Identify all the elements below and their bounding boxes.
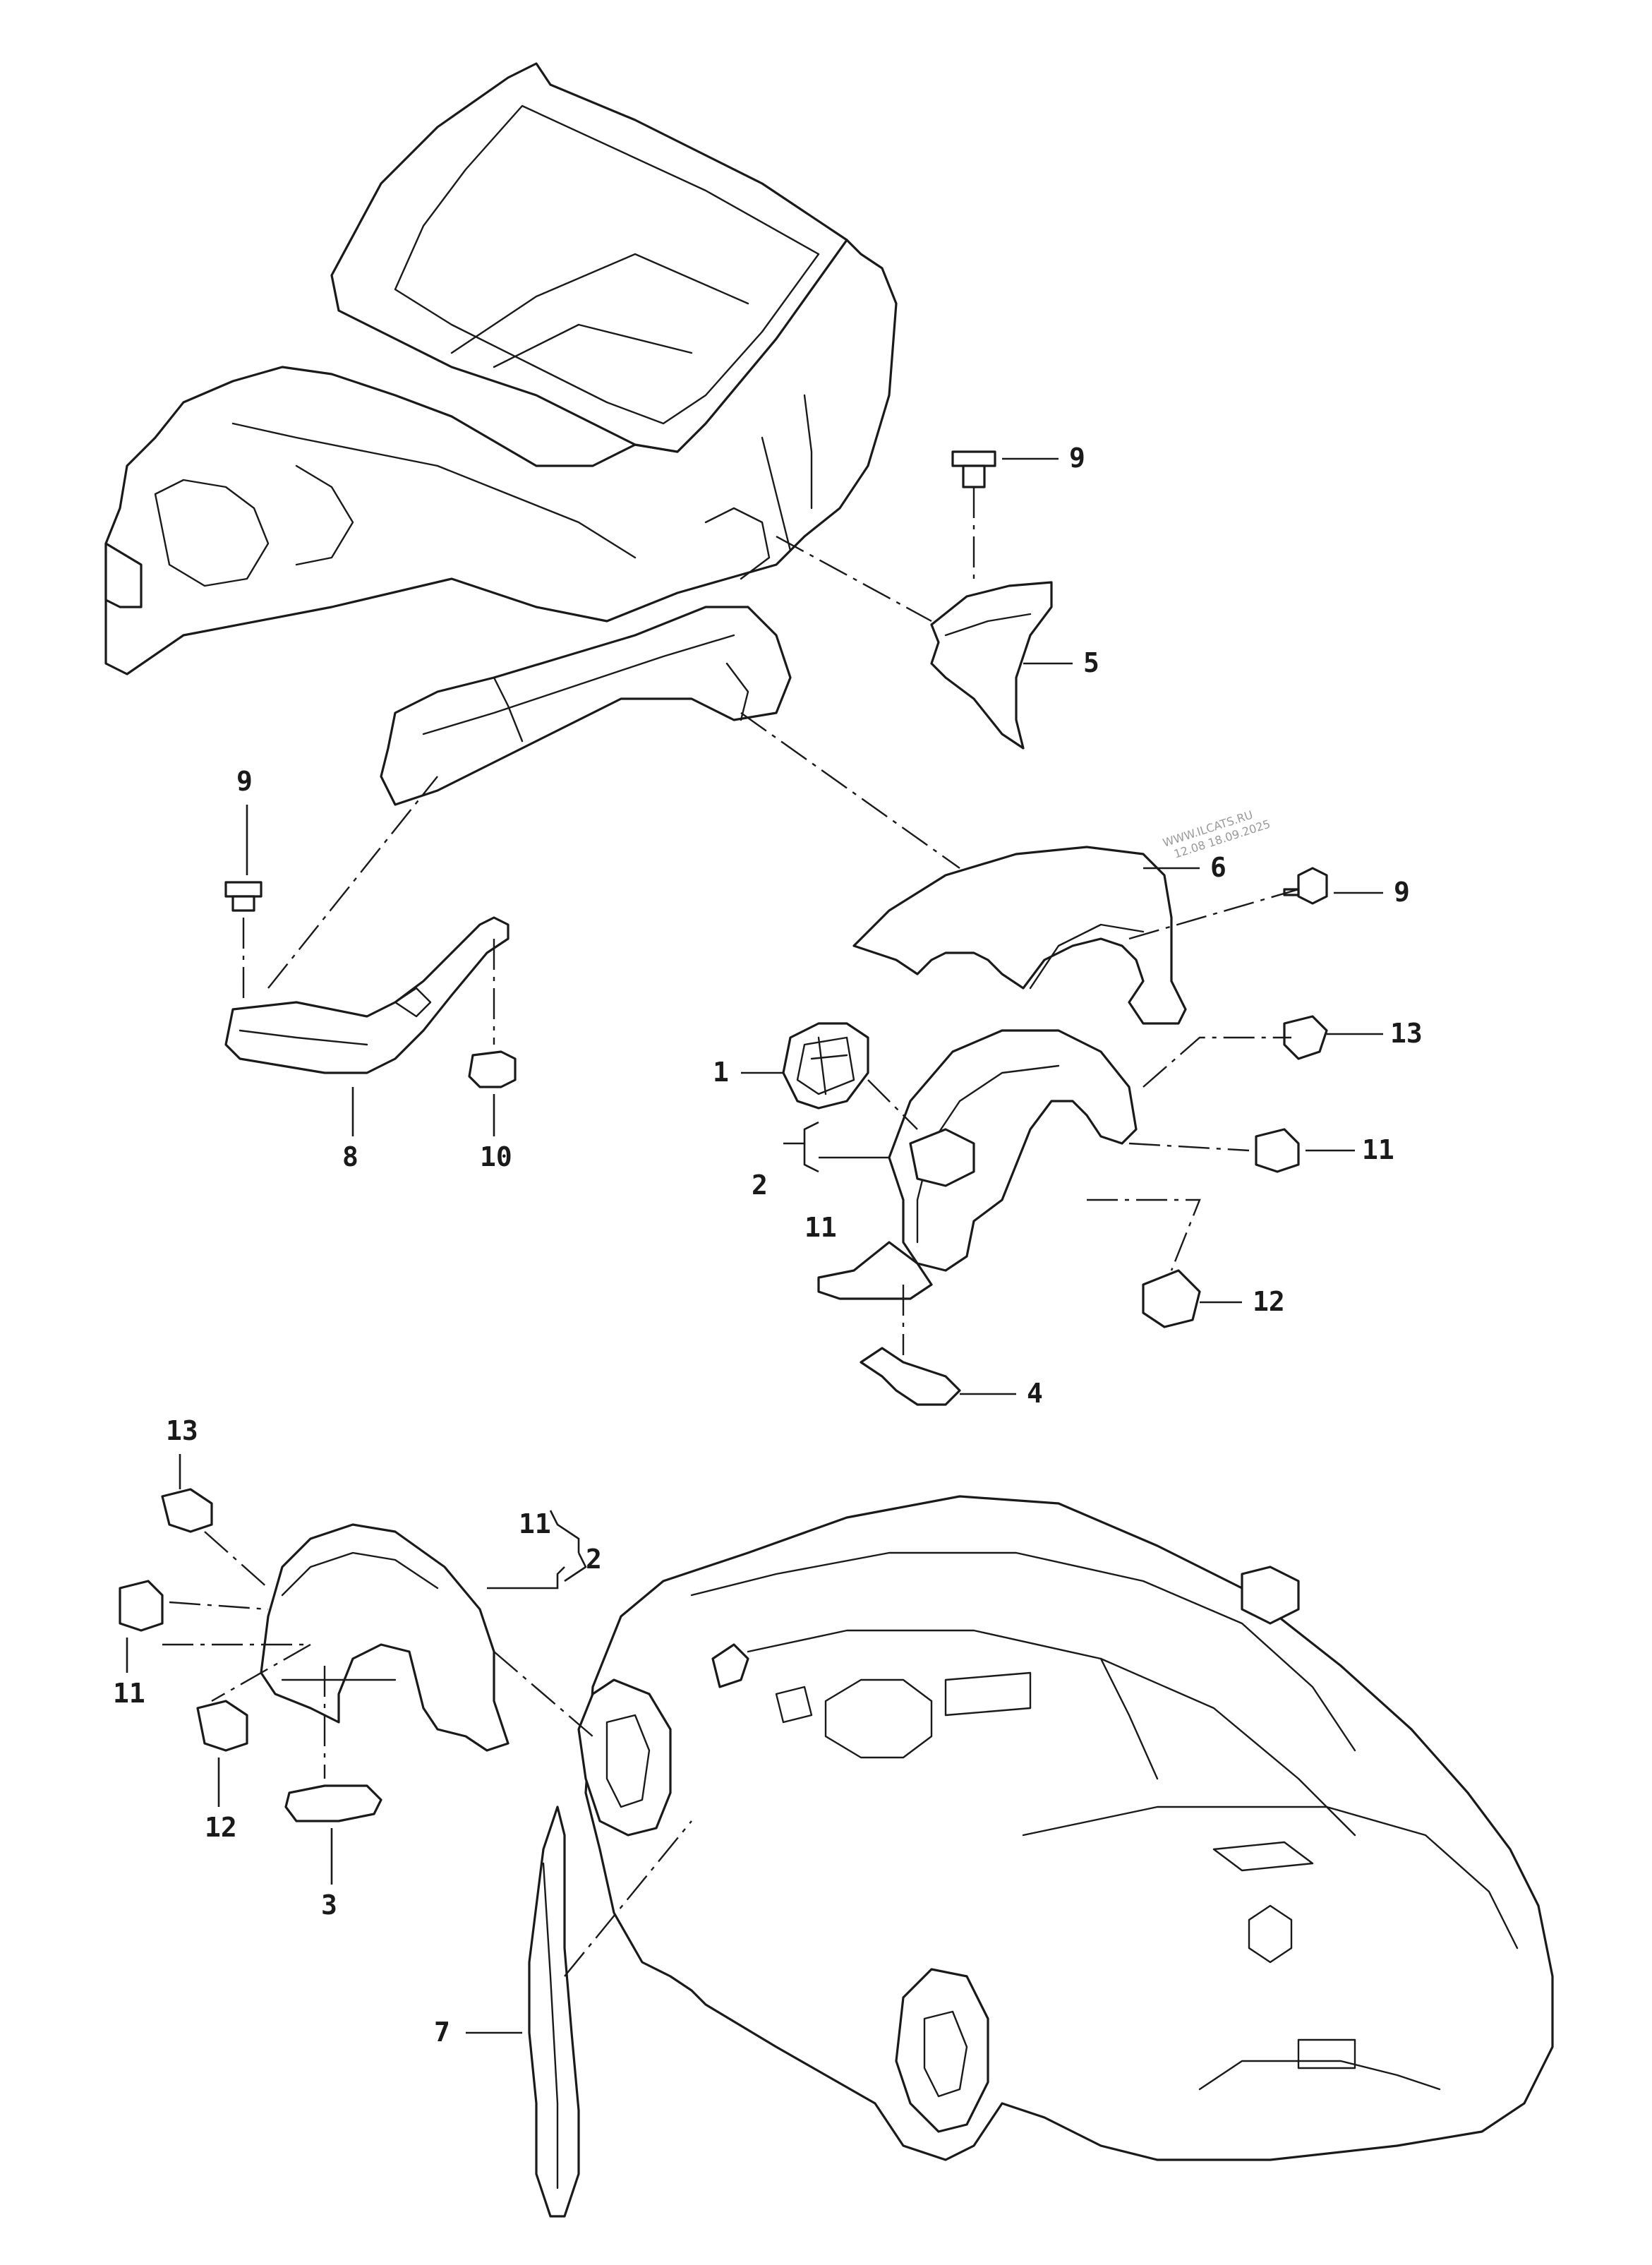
car-convertible-rear bbox=[577, 1495, 1554, 2161]
part-2-wheelhouse-liner-front bbox=[817, 1029, 1138, 1300]
callout-12-left: 12 bbox=[205, 1812, 237, 1843]
callout-6: 6 bbox=[1210, 852, 1226, 883]
callout-12-right: 12 bbox=[1253, 1286, 1285, 1317]
part-8-bracket bbox=[224, 916, 510, 1074]
callout-11-rear: 11 bbox=[519, 1508, 551, 1539]
bolt-9-right bbox=[1283, 867, 1328, 905]
callout-11-left: 11 bbox=[113, 1678, 145, 1709]
screw-12-left bbox=[196, 1700, 248, 1752]
screw-12-right bbox=[1142, 1269, 1201, 1328]
callout-4: 4 bbox=[1027, 1378, 1043, 1409]
callout-labels: 9 5 6 9 13 1 11 2 11 12 4 9 8 10 13 11 2… bbox=[113, 443, 1423, 2048]
callout-13-right: 13 bbox=[1390, 1018, 1423, 1049]
callout-2-front: 2 bbox=[752, 1170, 768, 1201]
callout-1: 1 bbox=[713, 1057, 729, 1088]
callout-5: 5 bbox=[1083, 647, 1099, 678]
callout-9-right: 9 bbox=[1394, 877, 1410, 908]
leader-lines bbox=[126, 457, 1383, 2034]
clip-11-right bbox=[1255, 1128, 1300, 1173]
part-1-cover bbox=[782, 1022, 869, 1110]
nut-10 bbox=[468, 1050, 517, 1088]
callout-13-left: 13 bbox=[166, 1415, 198, 1446]
part-5-fender-bracket bbox=[930, 581, 1053, 750]
part-2-wheelhouse-liner-rear bbox=[260, 1523, 510, 1752]
dash-lines bbox=[162, 487, 1299, 1977]
clip-13-right bbox=[1283, 1015, 1328, 1060]
callout-10: 10 bbox=[480, 1141, 512, 1172]
body-shell-front-structure bbox=[104, 62, 898, 806]
callout-3: 3 bbox=[321, 1889, 337, 1921]
callout-11-right: 11 bbox=[1362, 1134, 1394, 1165]
part-3-trim-rear bbox=[284, 1784, 382, 1822]
clip-11-left bbox=[119, 1580, 164, 1632]
callout-7: 7 bbox=[434, 2017, 450, 2048]
callout-8: 8 bbox=[342, 1141, 358, 1172]
bolt-9-upper bbox=[951, 450, 996, 488]
bolt-9-left bbox=[224, 881, 263, 912]
part-4-trim bbox=[860, 1347, 961, 1406]
callout-11-front: 11 bbox=[804, 1212, 837, 1243]
part-6-fender bbox=[852, 846, 1187, 1025]
clip-13-left bbox=[161, 1488, 213, 1533]
callout-9-top: 9 bbox=[1069, 443, 1085, 474]
callout-9-left: 9 bbox=[236, 766, 253, 797]
callout-2-rear: 2 bbox=[586, 1544, 602, 1575]
part-7-strip bbox=[528, 1806, 580, 2218]
